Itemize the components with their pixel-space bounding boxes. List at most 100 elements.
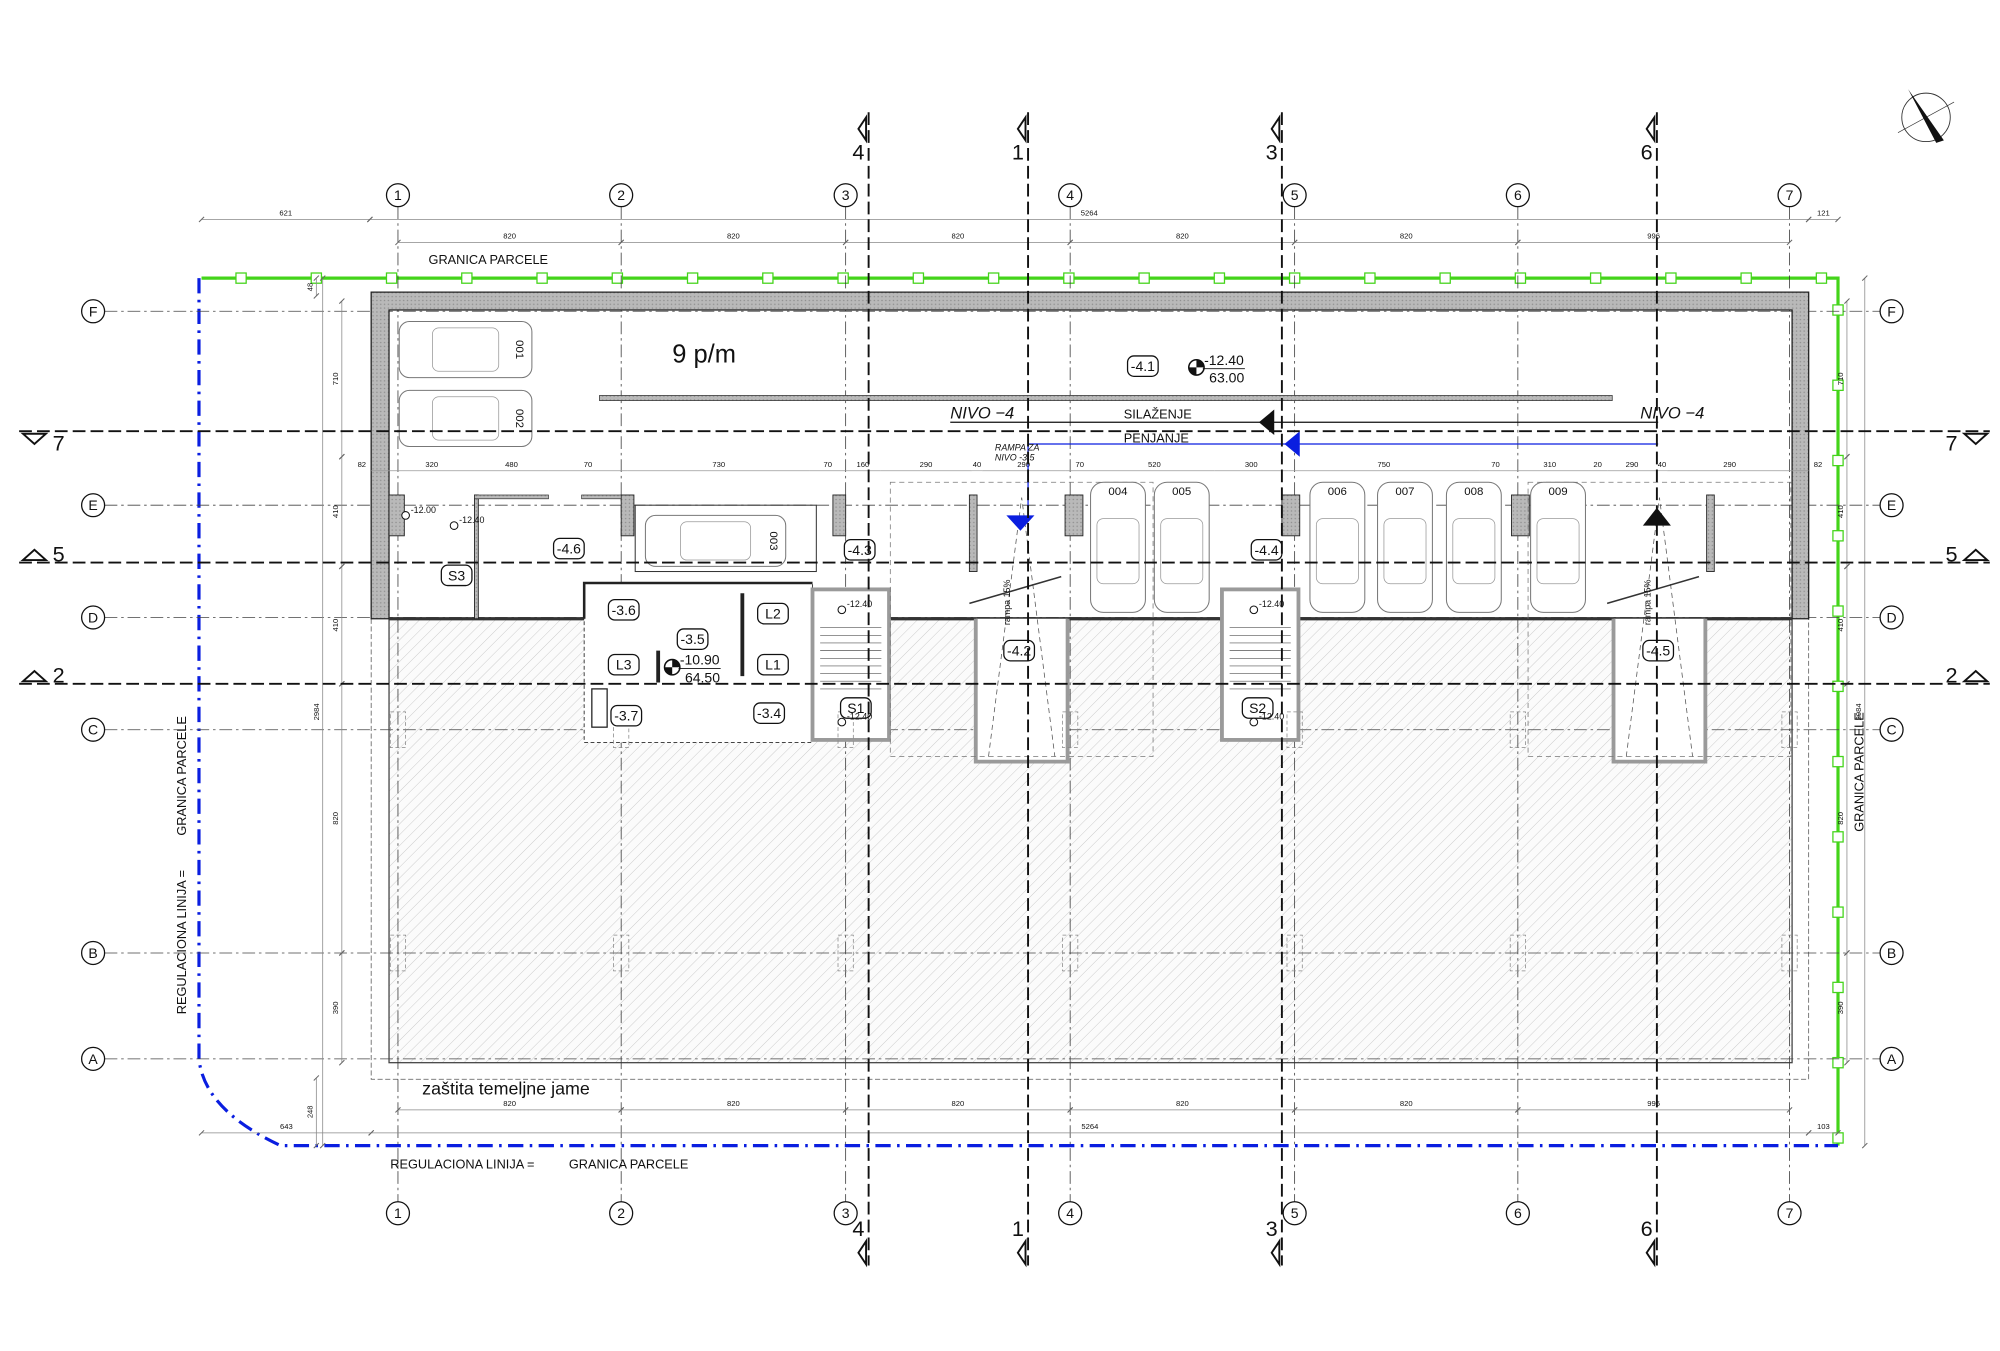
parcel-boundary-marker — [837, 272, 849, 284]
grid-label-C: C — [1887, 722, 1897, 738]
stair-elevation-icon — [1249, 605, 1259, 615]
grid-label-1: 1 — [394, 1205, 402, 1221]
parking-space-004: 004 — [1090, 481, 1146, 613]
column-pier — [474, 494, 479, 620]
dimension-tick — [319, 275, 326, 282]
room-tag: L2 — [765, 606, 781, 622]
dimension-tick — [368, 1129, 375, 1136]
grid-bubble-E — [1879, 493, 1904, 518]
dimension-tick — [1805, 216, 1812, 223]
column-below — [389, 934, 406, 972]
dimension-tick — [1067, 239, 1074, 246]
driveway-divider-wall — [599, 395, 1613, 401]
column-below — [1781, 934, 1798, 972]
room-tag-box — [610, 704, 643, 727]
section-label-2: 2 — [53, 663, 65, 688]
room-tag: -4.4 — [1255, 542, 1279, 558]
dim-bottom-bay: 820 — [503, 1099, 516, 1108]
parcel-boundary-marker — [1063, 272, 1075, 284]
dim-interior: 750 — [1378, 460, 1391, 469]
ramp-break-line — [1606, 575, 1700, 605]
dim-top-bay: 820 — [503, 232, 516, 241]
regulation-line-label-left: REGULACIONA LINIJA = — [174, 870, 189, 1014]
grid-label-A: A — [1887, 1051, 1897, 1067]
grid-label-7: 7 — [1786, 187, 1794, 203]
stair-elevation: -12.00 — [411, 505, 436, 515]
section-arrow-icon — [1016, 114, 1027, 144]
room-tag: -4.3 — [848, 542, 872, 558]
parcel-boundary-marker — [1832, 605, 1844, 617]
section-arrow-icon — [1961, 548, 1990, 562]
dimension-tick — [198, 216, 205, 223]
parking-space-number: 007 — [1395, 486, 1414, 498]
dimension-tick — [338, 453, 345, 460]
ramp-pit-4-2 — [973, 618, 1070, 764]
dim-interior: 82 — [358, 460, 366, 469]
section-arrow-icon — [1645, 1238, 1656, 1268]
dim-top-overall-left: 621 — [279, 209, 292, 218]
parking-space-number: 003 — [767, 531, 779, 550]
dim-interior: 290 — [1626, 460, 1639, 469]
parcel-boundary-marker — [1832, 304, 1844, 316]
section-arrow-icon — [1016, 1238, 1027, 1268]
section-arrow-icon — [1961, 669, 1990, 683]
dimension-tick — [338, 298, 345, 304]
section-label-2: 2 — [1945, 663, 1957, 688]
section-label-4: 4 — [852, 139, 864, 164]
storage-block-wall — [582, 581, 813, 619]
parcel-boundary-label-top: GRANICA PARCELE — [429, 252, 549, 267]
room-tag-box — [839, 697, 872, 719]
parking-space-001: 001 — [398, 320, 533, 379]
parcel-boundary-marker — [912, 272, 925, 284]
section-label-6: 6 — [1641, 1216, 1653, 1241]
dim-interior: 730 — [712, 460, 725, 469]
car-outline — [1445, 481, 1502, 613]
dimension-tick — [313, 1142, 320, 1149]
dim-top-bay: 820 — [727, 232, 740, 241]
section-label-3: 3 — [1266, 1216, 1278, 1241]
grid-label-F: F — [89, 303, 98, 319]
parcel-boundary-marker — [536, 272, 548, 284]
dimension-tick — [1514, 1106, 1521, 1113]
car-outline — [1377, 481, 1433, 613]
dimension-tick — [1067, 1106, 1074, 1113]
ramp-slope-label: rampa 15% — [1002, 579, 1012, 625]
parcel-boundary-marker — [1138, 272, 1150, 284]
parcel-boundary-marker — [1832, 1132, 1844, 1144]
foundation-pit-label: zaštita temeljne jame — [422, 1079, 590, 1099]
dimension-tick — [395, 239, 401, 246]
parking-space-number: 002 — [513, 409, 525, 428]
dim-interior: 290 — [920, 460, 933, 469]
dim-right: 410 — [1836, 505, 1845, 518]
parking-space-number: 001 — [513, 340, 525, 359]
dim-interior: 40 — [973, 460, 981, 469]
grid-bubble-2 — [609, 1201, 634, 1226]
dimension-tick — [338, 950, 345, 956]
grid-bubble-3 — [833, 1201, 858, 1226]
grid-label-7: 7 — [1786, 1205, 1794, 1221]
column-below — [1286, 711, 1303, 748]
grid-bubble-5 — [1282, 1201, 1307, 1226]
grid-label-B: B — [1887, 945, 1896, 961]
section-label-1: 1 — [1012, 1216, 1024, 1241]
column-pier — [1511, 494, 1530, 537]
grid-label-F: F — [1887, 303, 1896, 319]
room-tag: -3.5 — [681, 631, 705, 647]
elevation-marker-fill — [1188, 359, 1205, 376]
parcel-boundary-marker — [1832, 906, 1844, 918]
grid-bubble-7 — [1777, 1201, 1802, 1226]
dim-top-overall-total: 5264 — [1081, 209, 1099, 218]
section-arrow-icon — [857, 1238, 868, 1268]
dim-right: 710 — [1836, 373, 1845, 386]
ramp-slope-label: rampa 15% — [1643, 579, 1653, 625]
dim-interior: 82 — [1814, 460, 1822, 469]
grid-label-D: D — [1887, 609, 1897, 625]
dimension-tick — [618, 1106, 625, 1113]
parcel-boundary-label-right: GRANICA PARCELE — [1852, 712, 1867, 832]
car-cabin — [1096, 518, 1140, 585]
section-label-6: 6 — [1641, 139, 1653, 164]
grid-bubble-F — [1879, 299, 1904, 324]
